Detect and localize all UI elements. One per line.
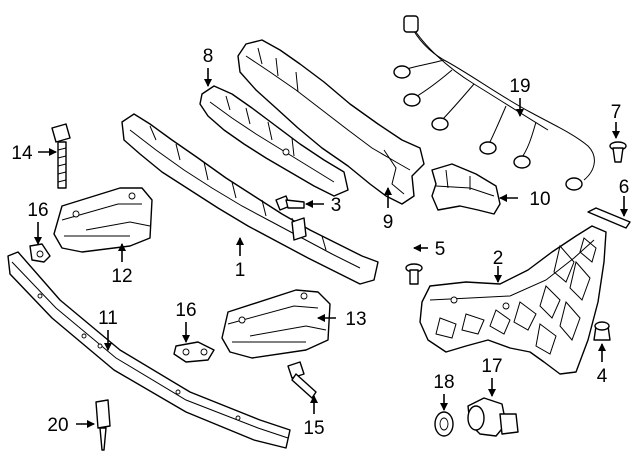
- callout-8: 8: [203, 46, 214, 67]
- part-19-wiring-harness: [393, 15, 595, 191]
- part-9-energy-absorber: [237, 39, 425, 205]
- callout-11: 11: [98, 308, 118, 329]
- callout-6: 6: [619, 177, 630, 198]
- callout-20: 20: [47, 415, 68, 436]
- callout-5: 5: [435, 239, 446, 260]
- callout-4: 4: [597, 366, 608, 387]
- callout-18: 18: [433, 372, 454, 393]
- part-13-bracket: [221, 289, 331, 359]
- callout-19: 19: [509, 76, 530, 97]
- part-7-push-clip: [609, 141, 627, 163]
- callout-16-left: 16: [27, 200, 48, 221]
- part-1-lower-reinforcement: [121, 113, 379, 285]
- callout-10: 10: [529, 189, 550, 210]
- callout-labels: 1 2 3 4 5 6 7 8 9 10 11 12 13 14 15 16 1…: [11, 46, 629, 439]
- part-12-bracket: [53, 187, 153, 253]
- callout-17: 17: [481, 356, 502, 377]
- part-4-clip: [593, 321, 611, 341]
- callout-2: 2: [493, 248, 504, 269]
- callout-16-center: 16: [175, 300, 196, 321]
- part-18-grommet: [434, 411, 454, 437]
- callout-9: 9: [383, 212, 394, 233]
- callout-12: 12: [111, 266, 132, 287]
- callout-7: 7: [611, 102, 622, 123]
- part-5-push-pin: [405, 263, 423, 285]
- part-2-side-bracket: [419, 225, 607, 375]
- part-8-foam-absorber: [199, 85, 349, 197]
- callout-14: 14: [11, 143, 33, 164]
- callout-13: 13: [345, 309, 366, 330]
- callout-1: 1: [235, 260, 246, 281]
- part-20-stud: [95, 399, 111, 451]
- part-6-strip: [587, 207, 631, 229]
- part-3-bolt: [275, 195, 305, 211]
- part-16-nut-center: [173, 341, 215, 363]
- part-10-bracket: [431, 163, 501, 215]
- leader-lines: [34, 68, 628, 428]
- part-17-sensor: [467, 397, 519, 437]
- part-15-bolt: [287, 361, 317, 399]
- callout-3: 3: [331, 195, 342, 216]
- callout-15: 15: [303, 418, 324, 439]
- part-14-bolt: [51, 123, 71, 189]
- part-16-nut-left: [29, 243, 51, 263]
- part-11-reinforcement-bar: [7, 251, 291, 449]
